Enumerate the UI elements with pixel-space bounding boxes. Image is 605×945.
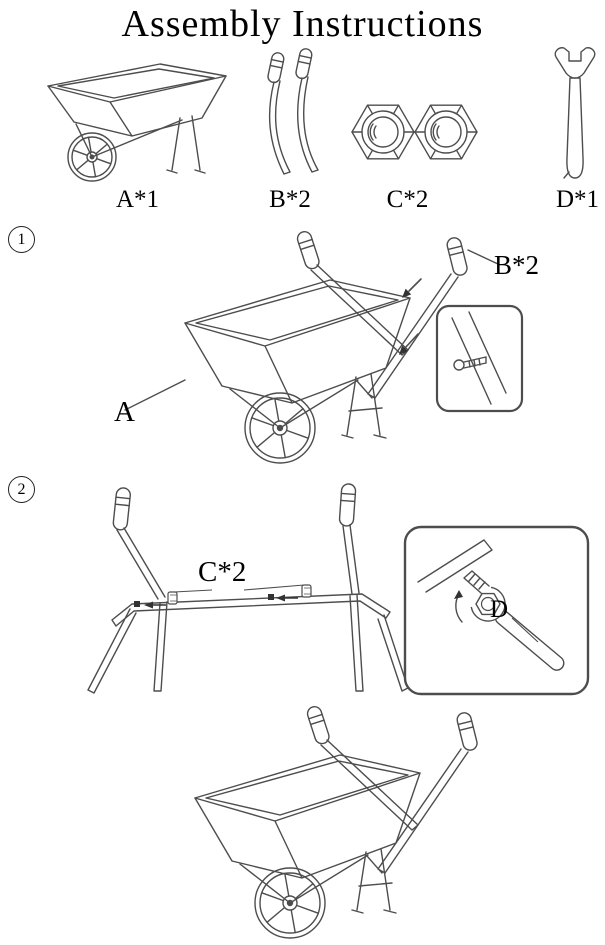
step-2-nuts-callout: C*2 — [198, 556, 247, 588]
insert-direction-arrows — [399, 288, 412, 355]
step-1-handle-callout: B*2 — [494, 250, 540, 280]
part-d-wrench-drawing — [554, 47, 596, 179]
part-c-hex-nuts-drawing — [351, 104, 478, 160]
part-d-label: D*1 — [555, 186, 600, 213]
step-2-diagram — [87, 483, 590, 696]
nut-positions — [134, 584, 312, 609]
detail-inset-bolt — [435, 304, 524, 413]
detail-inset-wrench — [403, 525, 590, 696]
part-b-handles-drawing — [267, 48, 319, 175]
step-2-wrench-callout: D — [490, 596, 509, 623]
part-b-label: B*2 — [269, 186, 311, 213]
step-1-diagram — [124, 229, 524, 464]
step-2-number: 2 — [8, 476, 35, 503]
part-c-label: C*2 — [386, 186, 429, 213]
step-1-number: 1 — [8, 226, 35, 253]
part-a-cart-body-drawing — [47, 63, 227, 182]
page-title: Assembly Instructions — [121, 3, 484, 45]
step-1-body-callout: A — [114, 396, 135, 428]
part-a-label: A*1 — [115, 186, 160, 213]
assembled-cart-drawing — [194, 704, 480, 939]
